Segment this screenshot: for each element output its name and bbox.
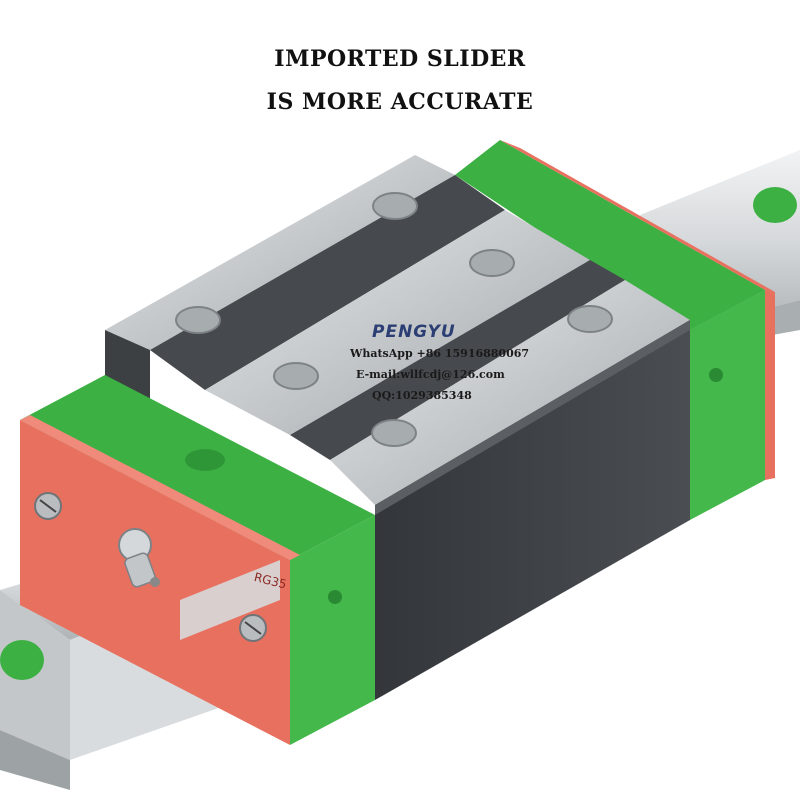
headline-line-1: IMPORTED SLIDER [274, 46, 526, 72]
qq-watermark: QQ:1029385348 [372, 389, 472, 402]
front-seal [20, 375, 375, 745]
right-seal [455, 140, 775, 520]
email-watermark: E-mail:wllfcdj@126.com [356, 368, 505, 381]
front-end-cap [20, 415, 300, 745]
top-plates [105, 155, 690, 505]
whatsapp-watermark: WhatsApp +86 15916880067 [350, 347, 530, 360]
brand-watermark: PENGYU [372, 322, 456, 342]
headline-line-2: IS MORE ACCURATE [266, 89, 534, 115]
